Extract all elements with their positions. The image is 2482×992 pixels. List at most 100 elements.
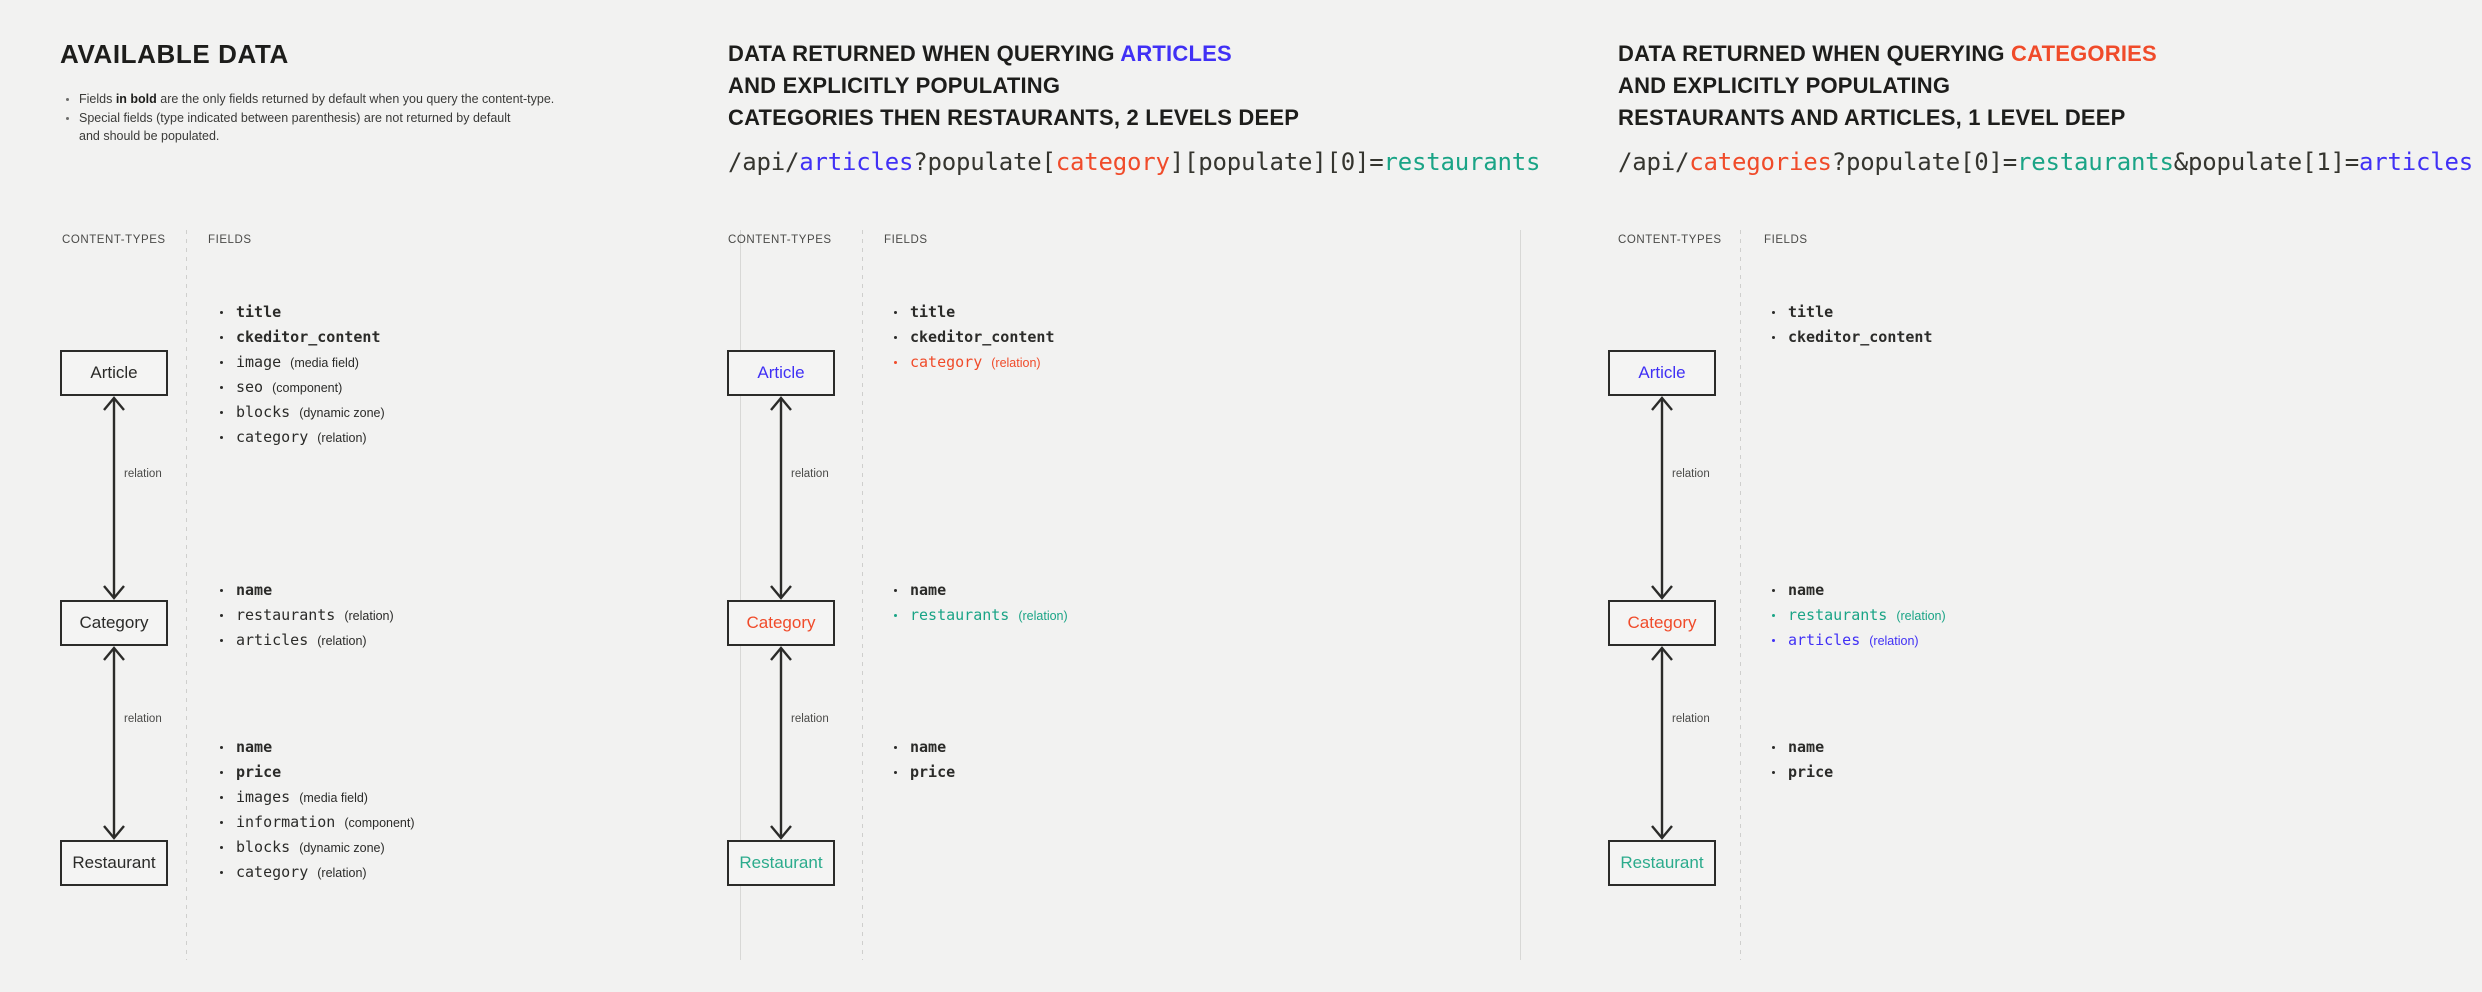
field-name-blocks: blocks bbox=[236, 838, 291, 856]
entity-box-article[interactable]: Article bbox=[1608, 350, 1716, 396]
field-name-restaurants: restaurants bbox=[1788, 606, 1888, 624]
field-name-ckeditor_content: ckeditor_content bbox=[910, 328, 1055, 346]
relation-label-0-1: relation bbox=[124, 713, 162, 725]
query-segment-2-3: restaurants bbox=[2017, 148, 2174, 176]
field-name-articles: articles bbox=[236, 631, 309, 649]
query-segment-1-3: category bbox=[1055, 148, 1170, 176]
query-segment-2-5: articles bbox=[2359, 148, 2473, 176]
query-segment-2-1: categories bbox=[1689, 148, 1832, 176]
panel-heading-0: AVAILABLE DATA bbox=[60, 38, 289, 70]
field-name-restaurants: restaurants bbox=[910, 606, 1010, 624]
field-group-1-2: name price bbox=[890, 735, 955, 785]
heading-text-0-0-0: AVAILABLE DATA bbox=[60, 39, 289, 69]
entity-box-restaurant[interactable]: Restaurant bbox=[727, 840, 835, 886]
field-name-name: name bbox=[236, 738, 273, 756]
field-name-price: price bbox=[236, 763, 282, 781]
field-group-2-2: name price bbox=[1768, 735, 1833, 785]
field-name-information: information bbox=[236, 813, 336, 831]
field-row-images: images(media field) bbox=[216, 785, 415, 810]
field-type-blocks: (dynamic zone) bbox=[299, 406, 385, 420]
entity-box-article[interactable]: Article bbox=[727, 350, 835, 396]
field-name-name: name bbox=[1788, 581, 1825, 599]
field-name-category: category bbox=[236, 863, 309, 881]
field-row-articles: articles (relation) bbox=[216, 628, 394, 653]
relation-connector-1-0 bbox=[751, 396, 811, 600]
note-text-pre-0: Fields bbox=[79, 92, 116, 106]
note-item-1: Special fields (type indicated between p… bbox=[62, 109, 622, 127]
heading-line-2-1: AND EXPLICITLY POPULATING bbox=[1618, 70, 2157, 102]
heading-line-1-2: CATEGORIES THEN RESTAURANTS, 2 LEVELS DE… bbox=[728, 102, 1299, 134]
query-segment-2-4: &populate[1]= bbox=[2173, 148, 2359, 176]
content-types-caption-2: CONTENT-TYPES bbox=[1618, 234, 1722, 246]
field-row-ckeditor_content: ckeditor_content bbox=[1768, 325, 1933, 350]
relation-connector-1-1 bbox=[751, 646, 811, 840]
relation-connector-0-0 bbox=[84, 396, 144, 600]
fields-caption-2: FIELDS bbox=[1764, 234, 1808, 246]
field-row-restaurants: restaurants (relation) bbox=[890, 603, 1068, 628]
field-row-name: name bbox=[1768, 578, 1946, 603]
field-type-image: (media field) bbox=[290, 356, 359, 370]
api-query-1: /api/articles?populate[category][populat… bbox=[728, 148, 1540, 176]
entity-label-category: Category bbox=[1627, 613, 1697, 632]
query-segment-1-2: ?populate[ bbox=[913, 148, 1056, 176]
field-name-price: price bbox=[1788, 763, 1834, 781]
field-name-category: category bbox=[236, 428, 309, 446]
content-types-caption-0: CONTENT-TYPES bbox=[62, 234, 166, 246]
field-name-category: category bbox=[910, 353, 983, 371]
field-name-articles: articles bbox=[1788, 631, 1861, 649]
field-row-name: name bbox=[1768, 735, 1833, 760]
field-row-category: category (relation) bbox=[216, 860, 415, 885]
entity-box-restaurant[interactable]: Restaurant bbox=[60, 840, 168, 886]
field-row-category: category (relation) bbox=[890, 350, 1055, 375]
heading-line-1-0: DATA RETURNED WHEN QUERYING ARTICLES bbox=[728, 38, 1299, 70]
field-row-name: name bbox=[890, 735, 955, 760]
field-row-ckeditor_content: ckeditor_content bbox=[890, 325, 1055, 350]
field-name-ckeditor_content: ckeditor_content bbox=[236, 328, 381, 346]
field-row-articles: articles (relation) bbox=[1768, 628, 1946, 653]
heading-text-1-1-0: AND EXPLICITLY POPULATING bbox=[728, 73, 1061, 98]
entity-box-category[interactable]: Category bbox=[60, 600, 168, 646]
entity-box-article[interactable]: Article bbox=[60, 350, 168, 396]
field-name-name: name bbox=[910, 738, 947, 756]
field-name-seo: seo bbox=[236, 378, 264, 396]
content-types-caption-1: CONTENT-TYPES bbox=[728, 234, 832, 246]
entity-label-article: Article bbox=[1638, 363, 1686, 382]
entity-box-category[interactable]: Category bbox=[1608, 600, 1716, 646]
field-type-articles: (relation) bbox=[317, 634, 367, 648]
entity-label-category: Category bbox=[746, 613, 816, 632]
field-type-category: (relation) bbox=[317, 431, 367, 445]
entity-box-category[interactable]: Category bbox=[727, 600, 835, 646]
field-row-information: information (component) bbox=[216, 810, 415, 835]
relation-label-1-0: relation bbox=[791, 468, 829, 480]
note-text-bold-0: in bold bbox=[115, 92, 157, 106]
heading-line-2-2: RESTAURANTS AND ARTICLES, 1 LEVEL DEEP bbox=[1618, 102, 2157, 134]
entity-label-category: Category bbox=[79, 613, 149, 632]
relation-label-2-1: relation bbox=[1672, 713, 1710, 725]
field-row-category: category (relation) bbox=[216, 425, 385, 450]
entity-label-article: Article bbox=[90, 363, 138, 382]
note-text-post-0: are the only fields returned by default … bbox=[156, 92, 555, 106]
field-type-restaurants: (relation) bbox=[1018, 609, 1068, 623]
field-type-category: (relation) bbox=[991, 356, 1041, 370]
fields-dotted-separator-0 bbox=[186, 230, 187, 960]
field-row-ckeditor_content: ckeditor_content bbox=[216, 325, 385, 350]
field-row-seo: seo(component) bbox=[216, 375, 385, 400]
note-item-0: Fields in bold are the only fields retur… bbox=[62, 90, 622, 108]
field-row-image: image(media field) bbox=[216, 350, 385, 375]
entity-label-restaurant: Restaurant bbox=[72, 853, 156, 872]
field-name-price: price bbox=[910, 763, 956, 781]
fields-dotted-separator-1 bbox=[862, 230, 863, 960]
field-type-category: (relation) bbox=[317, 866, 367, 880]
field-type-articles: (relation) bbox=[1869, 634, 1919, 648]
relation-connector-2-0 bbox=[1632, 396, 1692, 600]
relation-label-0-0: relation bbox=[124, 468, 162, 480]
field-row-restaurants: restaurants(relation) bbox=[1768, 603, 1946, 628]
field-name-images: images bbox=[236, 788, 291, 806]
fields-caption-0: FIELDS bbox=[208, 234, 252, 246]
field-type-information: (component) bbox=[344, 816, 415, 830]
note-text-1: Special fields (type indicated between p… bbox=[79, 111, 511, 125]
entity-box-restaurant[interactable]: Restaurant bbox=[1608, 840, 1716, 886]
